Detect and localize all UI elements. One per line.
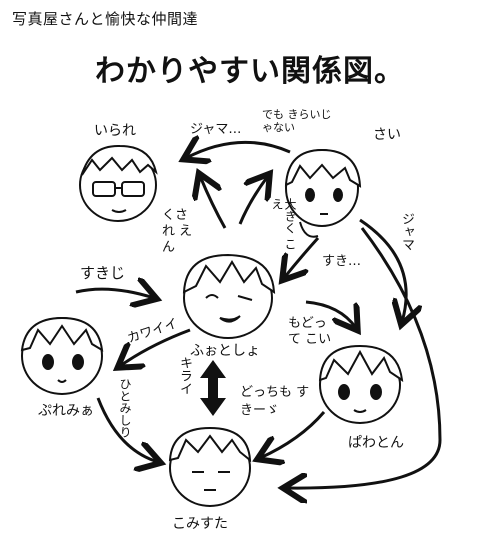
arrow-fuo-to-irare [200,176,227,229]
arrow-fuo-to-sai [238,176,268,225]
label-modottekoi: もどって こい [288,316,332,347]
name-purimia: ぷれみぁ [38,403,94,419]
arrow-purimia-to-komisuta [96,397,158,462]
label-sai-vertical: 大きく こえ [270,198,297,250]
label-jama-pawa: ジャマ [399,212,414,251]
arrow-sai-to-komisuta [286,227,442,488]
fuotoshiyo-face [182,253,276,339]
arrow-sai-to-irare [186,142,291,158]
label-hitomishiri: ひとみしり [118,378,132,438]
arrow-sai-to-pawa [359,218,406,322]
label-kirai: キライ [177,356,192,395]
label-suki-left: すきじ [80,264,126,282]
label-suki-fuo: すき… [322,254,362,269]
arrow-pawa-to-komisuta [260,411,326,458]
label-dotchimo-suki: どっちも すきーゞ [240,385,310,418]
arrow-suki-to-fuo [75,289,154,298]
name-irare: いられ [94,123,136,139]
name-pawaton: ぱわとん [348,435,404,451]
name-sai: さい [373,127,401,143]
label-demo-kirai: でも きらいじゃない [262,108,332,134]
irare-face [79,144,158,222]
arrow-sai-to-fuo [284,236,320,278]
name-komisuta: こみすた [172,516,228,532]
double-arrow-icon [200,360,226,416]
komisuta-face [168,426,252,507]
purimia-face [20,316,104,395]
label-kusare-en: くされ えん [162,208,193,255]
name-fuotoshiyo: ふぉとしょ [190,343,260,359]
label-jama-sai-irare: ジャマ… [190,122,242,137]
arrow-pawa-to-fuo [305,300,356,328]
sai-face [284,148,362,238]
page-title: わかりやすい関係図。 [95,54,405,89]
subtitle: 写真屋さんと愉快な仲間達 [12,10,199,28]
pawaton-face [318,344,404,424]
arrow-fuo-to-purimia [120,328,191,366]
